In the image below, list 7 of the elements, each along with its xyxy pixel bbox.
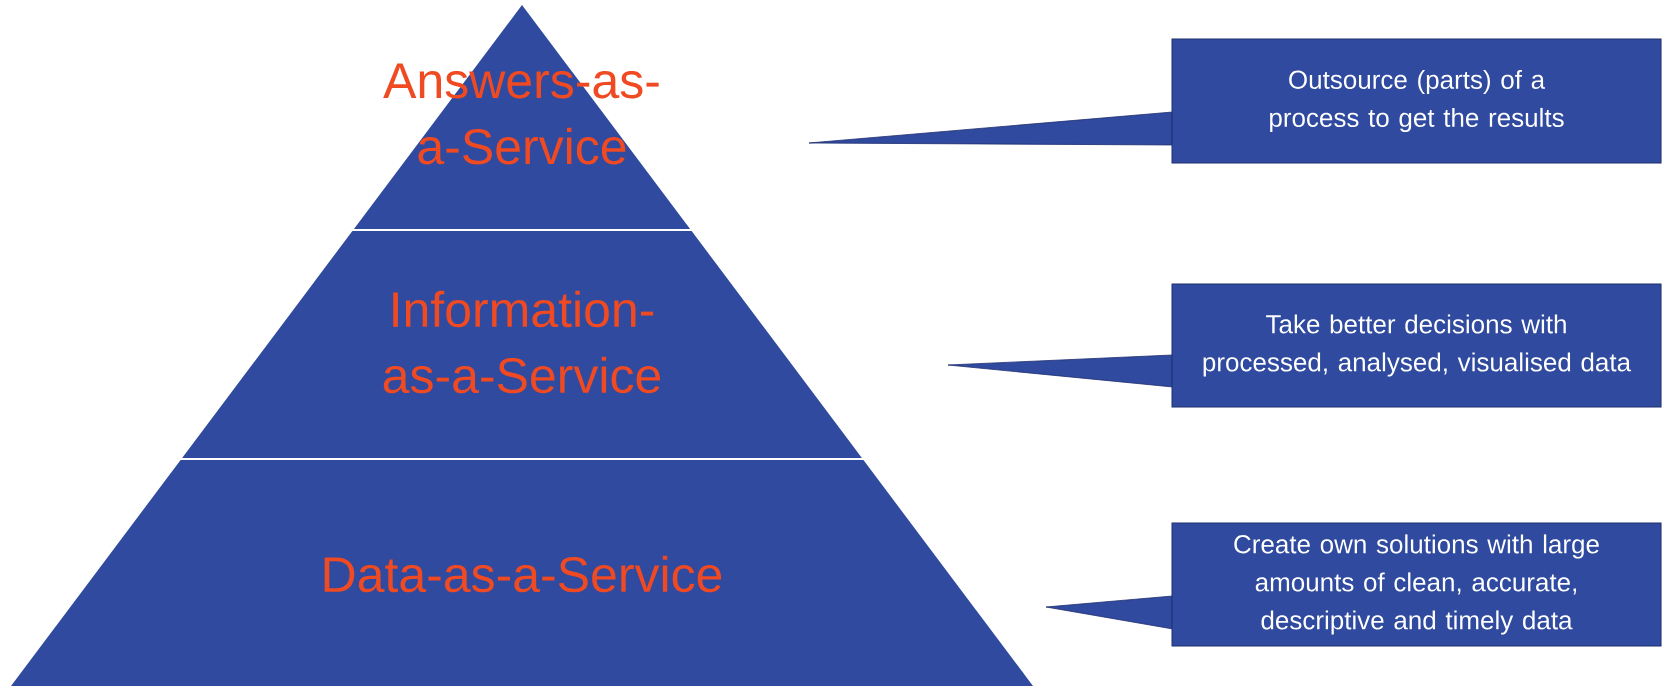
callout-box: Create own solutions with large amounts of clean, accurate, descriptive and timely data — [1045, 522, 1662, 647]
node-label: Data-as-a-Service — [324, 555, 722, 593]
node-label: Information-as-a-Service — [383, 290, 661, 394]
callout-box: Outsource (parts) of a process to get the results — [808, 38, 1662, 164]
pyramid-layer: Data-as-a-Service — [11, 460, 1033, 686]
callout-box: Take better decisions with processed, analysed, visualised data — [947, 283, 1662, 408]
pyramid-layer: Information-as-a-Service — [182, 231, 862, 458]
